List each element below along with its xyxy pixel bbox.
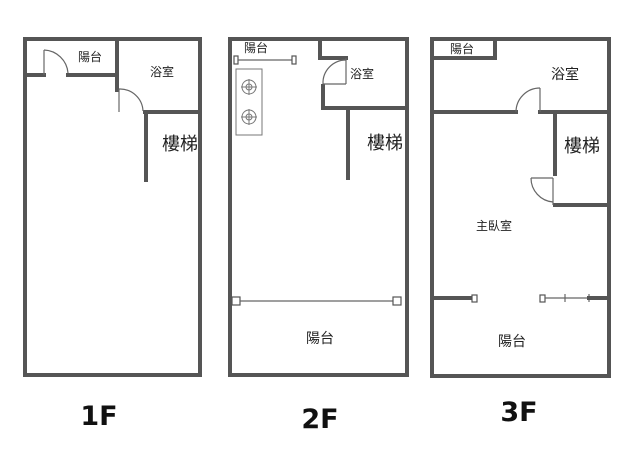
- floor-2f-plan: 陽台 浴室 樓梯 陽台 2F: [228, 37, 409, 435]
- floor-3f-balcony-top-label: 陽台: [450, 41, 474, 56]
- floor-3f-plan: 陽台 浴室 樓梯 主臥室 陽台 3F: [430, 37, 611, 428]
- floor-3f-bath-door: [515, 87, 541, 113]
- floor-3f-master-bedroom-label: 主臥室: [476, 218, 512, 233]
- floor-2f-bath-door: [322, 58, 347, 85]
- floor-3f-balcony-bottom-label: 陽台: [498, 334, 526, 350]
- floor-1f-bathroom-label: 浴室: [150, 64, 174, 79]
- floor-2f-title: 2F: [301, 404, 338, 435]
- floor-3f-stairs-label: 樓梯: [564, 136, 600, 157]
- floor-1f-bath-door: [118, 88, 144, 112]
- floor-2f-stairs-label: 樓梯: [367, 133, 403, 154]
- floor-3f-stair-door: [530, 177, 554, 205]
- floor-1f-outer-wall: [23, 37, 202, 377]
- floor-2f-balcony-bottom-label: 陽台: [306, 331, 334, 347]
- floor-1f-balcony-door: [43, 49, 69, 75]
- floor-1f-stairs-label: 樓梯: [162, 134, 198, 155]
- floor-3f-title: 3F: [500, 397, 537, 428]
- stove-icon: [235, 68, 263, 136]
- floor-1f-title: 1F: [80, 401, 117, 432]
- floor-3f-outer-wall: [430, 37, 611, 378]
- floor-2f-balcony-top-label: 陽台: [244, 40, 268, 55]
- floor-2f-balcony-railing-top: [233, 55, 297, 65]
- floor-2f-balcony-railing-bottom: [231, 296, 402, 306]
- floor-3f-bathroom-label: 浴室: [551, 66, 579, 83]
- floor-3f-balcony-railing-bottom: [430, 294, 611, 303]
- floor-2f-bathroom-label: 浴室: [350, 66, 374, 81]
- floor-1f-balcony-label: 陽台: [78, 49, 102, 64]
- floor-1f-plan: 陽台 浴室 樓梯 1F: [23, 37, 202, 432]
- floor-2f-outer-wall: [228, 37, 409, 377]
